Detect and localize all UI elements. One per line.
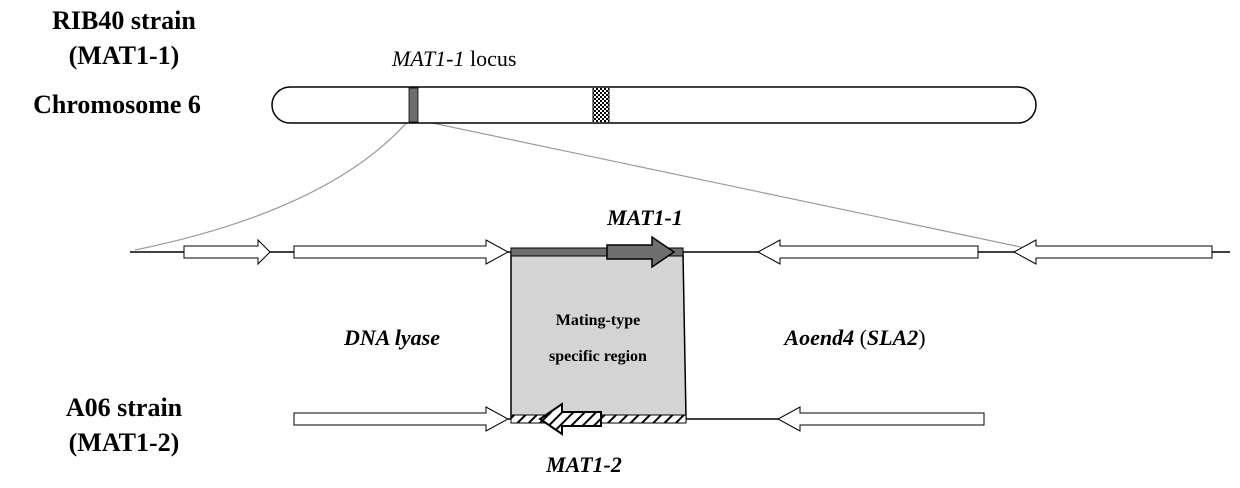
rib40-aoend4-arrow (756, 239, 979, 265)
locus-label-gene: MAT1-1 (391, 46, 465, 71)
region-label-line-1: Mating-type (556, 312, 640, 329)
region-label-line-2: specific region (549, 348, 647, 365)
chromosome-label: Chromosome 6 (33, 90, 201, 119)
aoend4-paren-open: ( (854, 325, 867, 350)
rib40-gene-1-arrow (183, 238, 271, 266)
dna-lyase-label: DNA lyase (343, 325, 440, 350)
mating-type-specific-region (510, 252, 687, 419)
mat1-2-arrow (538, 402, 602, 436)
aoend4-sla2: SLA2 (867, 325, 918, 350)
bottom-strain-name: A06 strain (66, 393, 183, 422)
mat1-1-arrow (606, 235, 676, 269)
top-strain-mating-type: (MAT1-1) (69, 41, 180, 70)
centromere (593, 88, 609, 122)
top-strain-name: RIB40 strain (52, 6, 196, 35)
chromosome-6 (271, 86, 1037, 124)
aoend4-label: Aoend4 (SLA2) (782, 325, 925, 350)
rib40-specific-segment (510, 247, 684, 257)
rib40-dna-lyase-arrow (293, 239, 510, 265)
aoend4-name: Aoend4 (782, 325, 854, 350)
a06-dna-lyase-arrow (293, 406, 510, 432)
locus-label: MAT1-1 locus (391, 46, 516, 71)
mat-locus-band (408, 87, 419, 123)
zoom-line-left (134, 119, 410, 251)
rib40-gene-5-arrow (1012, 239, 1213, 265)
a06-aoend4-arrow (776, 406, 985, 432)
mat1-2-label: MAT1-2 (545, 452, 622, 477)
zoom-line-right (417, 119, 1036, 251)
mat1-1-label: MAT1-1 (606, 205, 683, 230)
bottom-strain-mating-type: (MAT1-2) (69, 428, 180, 457)
locus-label-rest: locus (465, 46, 517, 71)
aoend4-paren-close: ) (918, 325, 925, 350)
